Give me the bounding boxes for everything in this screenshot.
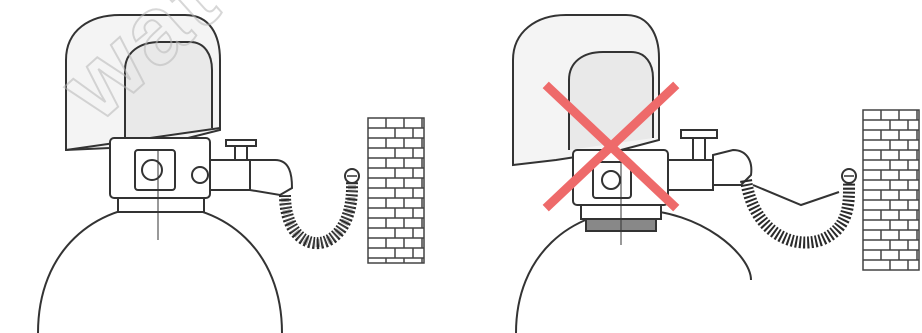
incorrect-installation-illustration [461,0,922,333]
valve-cover [66,15,220,150]
brick-wall [863,110,919,270]
brick-wall [368,118,424,263]
bypass-valve [210,140,292,195]
bypass-valve [668,130,751,190]
valve-cover [513,15,659,165]
correct-installation-illustration [0,0,461,333]
panel-correct-installation [0,0,461,333]
panel-incorrect-installation [461,0,922,333]
tank-dome [38,205,282,333]
hose-strap [753,185,839,205]
control-valve-body [110,138,210,212]
